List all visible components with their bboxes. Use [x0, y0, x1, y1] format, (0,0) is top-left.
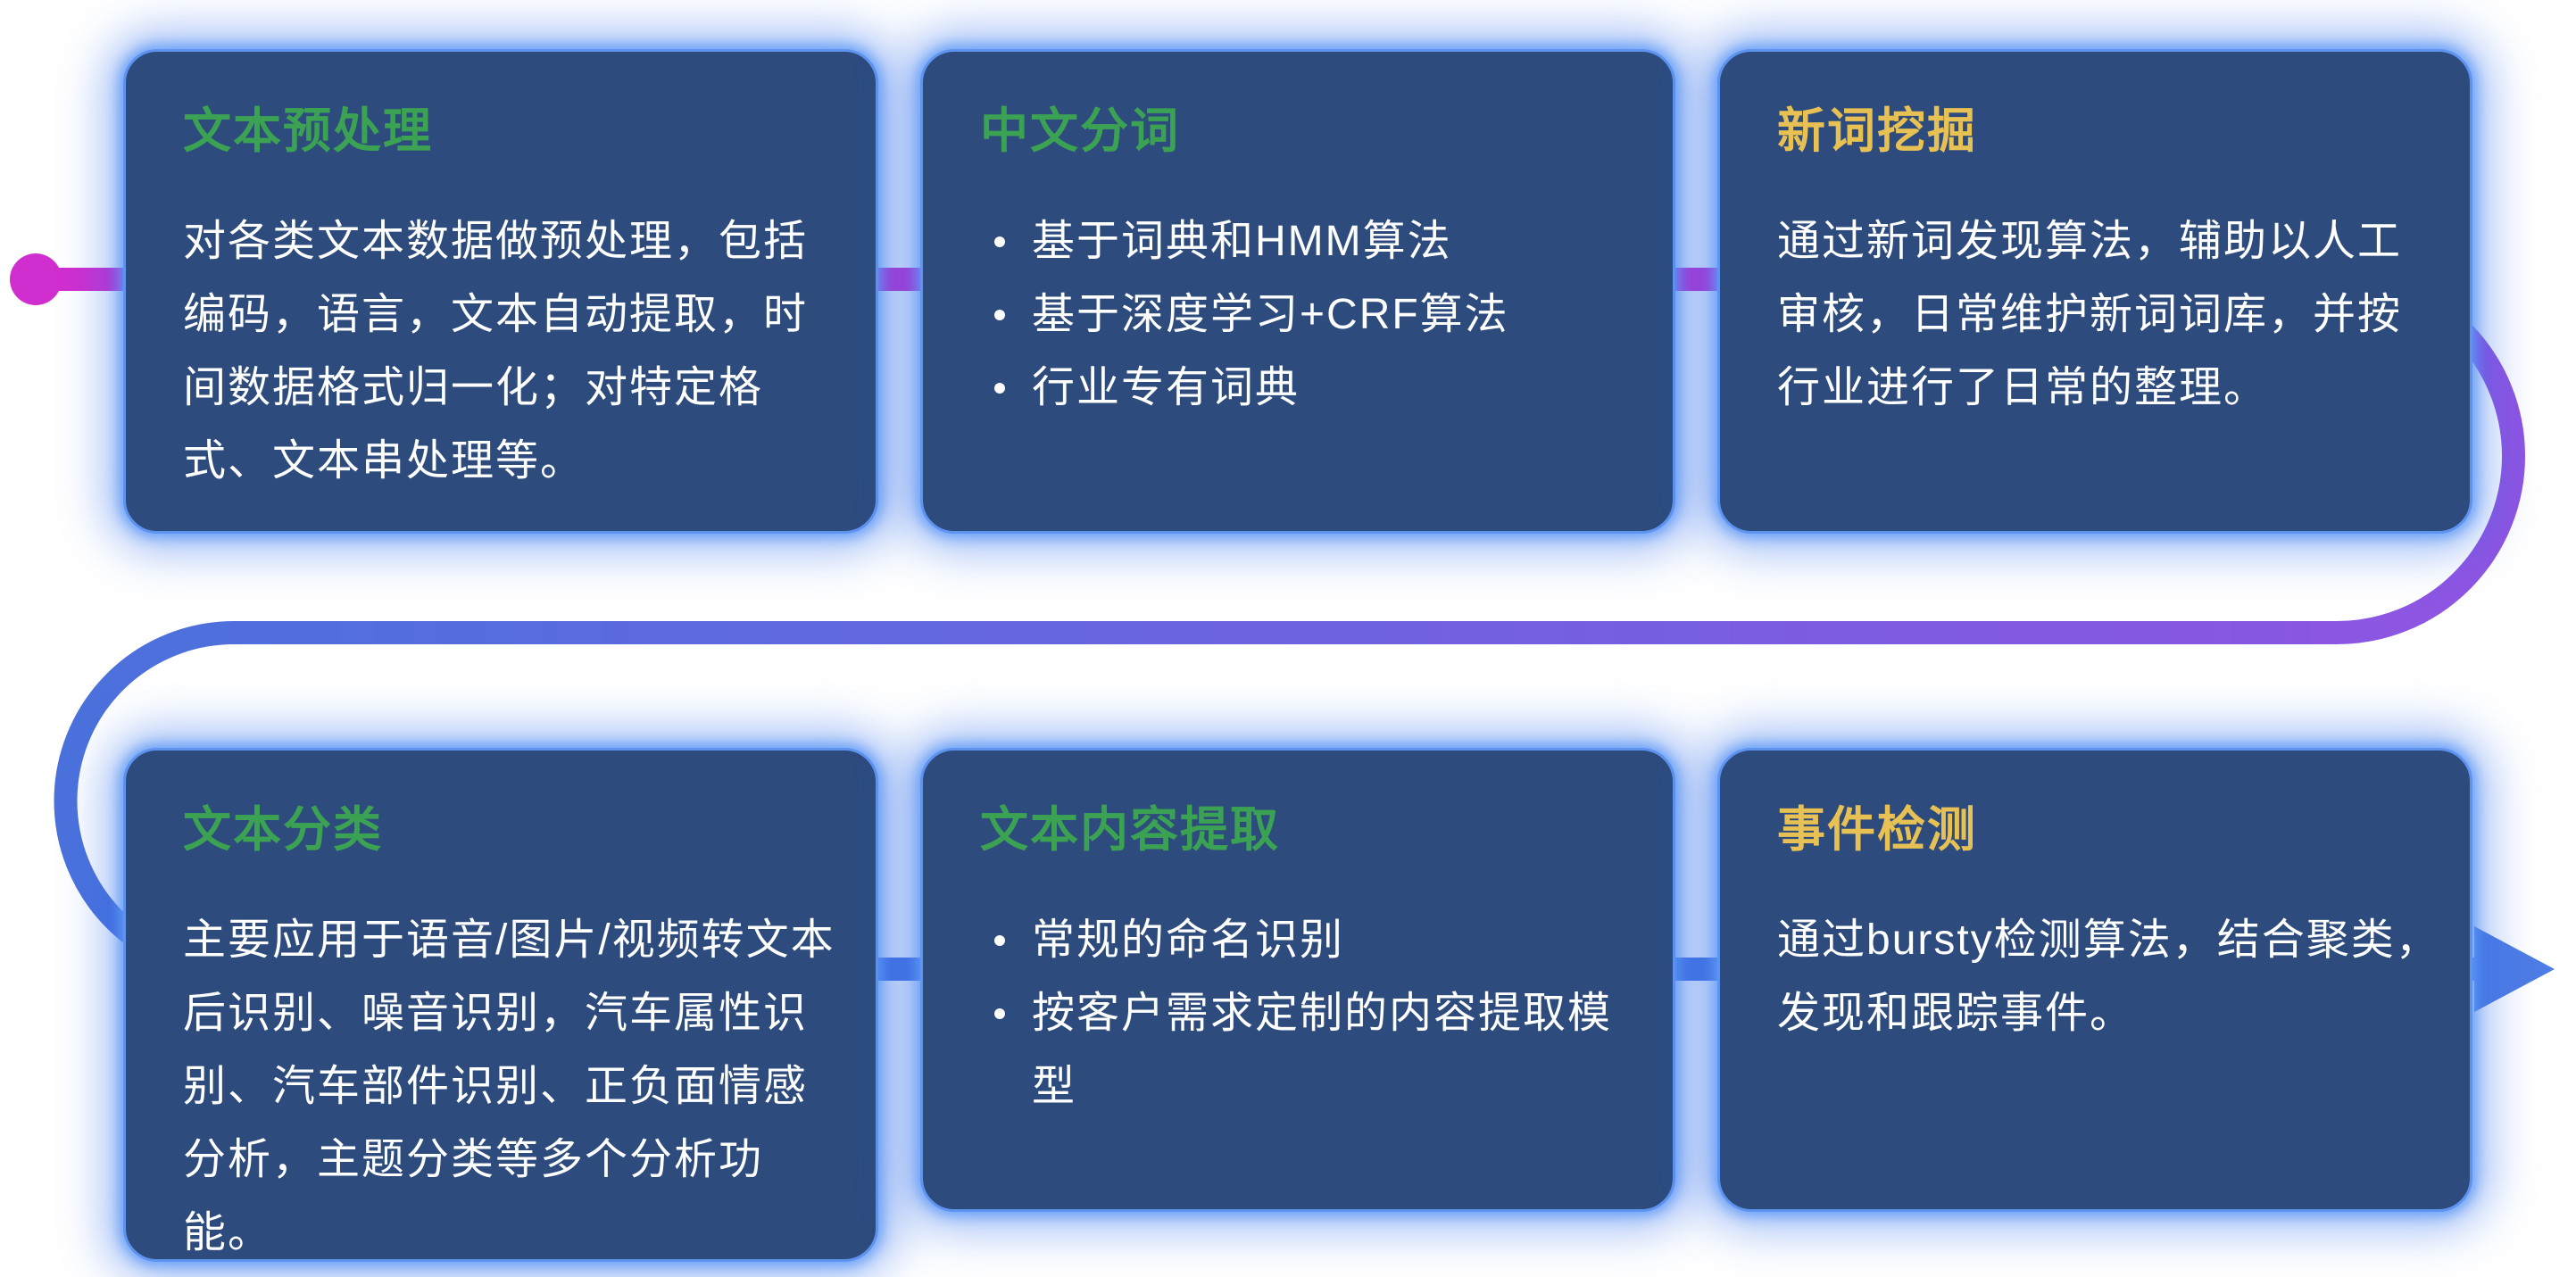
bullet-icon [994, 383, 1005, 394]
list-item: 基于深度学习+CRF算法 [980, 278, 1648, 352]
bullet-list: 基于词典和HMM算法 基于深度学习+CRF算法 行业专有词典 [980, 205, 1648, 425]
card-title: 文本内容提取 [980, 803, 1280, 857]
list-item: 常规的命名识别 [980, 904, 1648, 977]
card-body: 通过新词发现算法，辅助以人工审核，日常维护新词词库，并按行业进行了日常的整理。 [1777, 218, 2403, 411]
bullet-icon [994, 935, 1005, 946]
card-event-detection: 事件检测 通过bursty检测算法，结合聚类，发现和跟踪事件。 [1717, 748, 2472, 1212]
card-new-word-mining: 新词挖掘 通过新词发现算法，辅助以人工审核，日常维护新词词库，并按行业进行了日常… [1717, 49, 2472, 534]
card-text-content-extraction: 文本内容提取 常规的命名识别 按客户需求定制的内容提取模型 [920, 748, 1675, 1212]
bullet-text: 行业专有词典 [1032, 364, 1300, 411]
flow-path-return [54, 455, 2525, 801]
card-title: 事件检测 [1777, 803, 1977, 857]
card-title: 中文分词 [980, 104, 1180, 158]
bullet-icon [994, 310, 1005, 320]
card-body: 主要应用于语音/图片/视频转文本后识别、噪音识别，汽车属性识别、汽车部件识别、正… [183, 916, 835, 1256]
bullet-text: 常规的命名识别 [1032, 916, 1345, 964]
list-item: 基于词典和HMM算法 [980, 205, 1648, 278]
card-body: 对各类文本数据做预处理，包括编码，语言，文本自动提取，时间数据格式归一化；对特定… [183, 218, 809, 485]
card-title: 新词挖掘 [1777, 104, 1977, 158]
bullet-text: 基于深度学习+CRF算法 [1032, 291, 1509, 338]
bullet-text: 按客户需求定制的内容提取模型 [1032, 990, 1613, 1110]
card-text-preprocessing: 文本预处理 对各类文本数据做预处理，包括编码，语言，文本自动提取，时间数据格式归… [123, 49, 878, 534]
bullet-icon [994, 236, 1005, 247]
bullet-icon [994, 1008, 1005, 1019]
card-body: 通过bursty检测算法，结合聚类，发现和跟踪事件。 [1777, 916, 2440, 1037]
card-title: 文本预处理 [183, 104, 433, 158]
flow-arrow-icon [2474, 926, 2555, 1012]
bullet-text: 基于词典和HMM算法 [1032, 218, 1452, 265]
flow-start-dot [10, 253, 62, 305]
card-text-classification: 文本分类 主要应用于语音/图片/视频转文本后识别、噪音识别，汽车属性识别、汽车部… [123, 748, 878, 1262]
bullet-list: 常规的命名识别 按客户需求定制的内容提取模型 [980, 904, 1648, 1124]
card-chinese-word-segmentation: 中文分词 基于词典和HMM算法 基于深度学习+CRF算法 行业专有词典 [920, 49, 1675, 534]
list-item: 行业专有词典 [980, 352, 1648, 425]
list-item: 按客户需求定制的内容提取模型 [980, 977, 1648, 1124]
card-title: 文本分类 [183, 803, 383, 857]
